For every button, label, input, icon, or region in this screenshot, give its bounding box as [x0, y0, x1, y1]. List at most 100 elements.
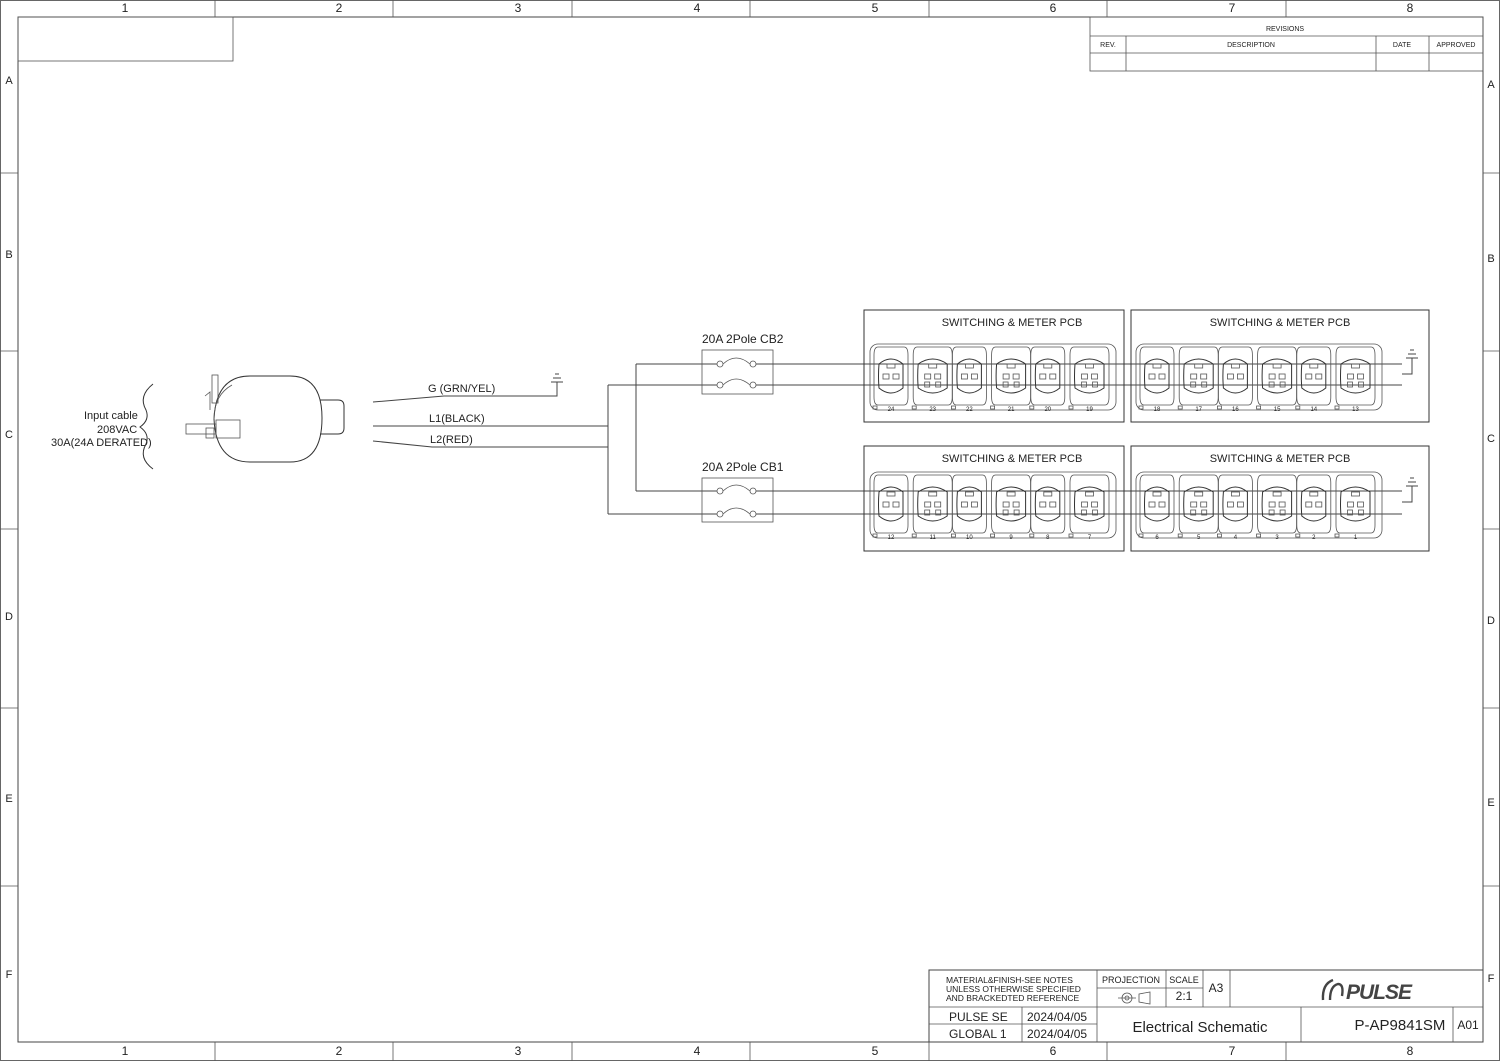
outlet-number: 2	[1312, 535, 1316, 541]
inner-frame	[17, 16, 1484, 1043]
checked-by: GLOBAL 1	[949, 1027, 1007, 1041]
pcb-label: SWITCHING & METER PCB	[1210, 453, 1351, 465]
pcb-label: SWITCHING & METER PCB	[942, 317, 1083, 329]
c13-outlet-icon	[1217, 346, 1253, 410]
c19-outlet-icon	[1334, 474, 1376, 538]
c19-outlet-icon	[1334, 346, 1376, 410]
outlet-number: 6	[1155, 535, 1159, 541]
top-left-box	[17, 16, 234, 62]
zone-column-label: 5	[872, 1044, 879, 1058]
zone-row-label: B	[1487, 253, 1494, 265]
zone-column-label: 5	[872, 1, 879, 15]
breaker-cb1-label: 20A 2Pole CB1	[702, 460, 784, 474]
outlet-number: 13	[1352, 407, 1359, 413]
drawing-title: Electrical Schematic	[1132, 1019, 1268, 1036]
c13-outlet-icon	[1029, 346, 1066, 410]
zone-column-label: 6	[1050, 1044, 1057, 1058]
revisions-title: REVISIONS	[1266, 26, 1304, 33]
outlet-number: 10	[966, 535, 973, 541]
zone-row-ticks	[0, 172, 1500, 887]
outlet-number: 14	[1310, 407, 1317, 413]
outlet-number: 12	[888, 535, 895, 541]
title-block: MATERIAL&FINISH-SEE NOTES UNLESS OTHERWI…	[928, 969, 1484, 1043]
output-wires	[756, 349, 1418, 515]
outlet-number: 24	[888, 407, 895, 413]
c19-outlet-icon	[990, 474, 1031, 538]
zone-column-label: 8	[1407, 1, 1414, 15]
zone-row-label: D	[5, 611, 13, 623]
outlet-number: 22	[966, 407, 973, 413]
zone-column-label: 2	[336, 1, 343, 15]
pcb-label: SWITCHING & METER PCB	[942, 453, 1083, 465]
outlet-number: 18	[1154, 407, 1161, 413]
outlet-number: 5	[1197, 535, 1201, 541]
c19-outlet-icon	[1256, 474, 1297, 538]
projection-label: PROJECTION	[1102, 975, 1160, 985]
input-voltage: 208VAC	[97, 424, 137, 436]
outlet-number: 19	[1086, 407, 1093, 413]
c13-outlet-icon	[1217, 474, 1253, 538]
zone-row-label: C	[1487, 433, 1495, 445]
c13-outlet-icon	[1029, 474, 1066, 538]
part-number: P-AP9841SM	[1355, 1017, 1446, 1034]
pulse-logo: PULSE	[1321, 978, 1414, 1004]
zone-column-label: 7	[1229, 1044, 1236, 1058]
breaker-cb2-label: 20A 2Pole CB2	[702, 332, 784, 346]
breaker-cb2: 20A 2Pole CB2	[701, 332, 784, 395]
zone-row-label: E	[1487, 797, 1494, 809]
c19-outlet-icon	[1068, 346, 1110, 410]
zone-row-label: D	[1487, 615, 1495, 627]
c19-outlet-icon	[990, 346, 1031, 410]
l2-wire-label: L2(RED)	[430, 434, 473, 446]
rev-header-rev: REV.	[1100, 42, 1116, 49]
notes-line-2: UNLESS OTHERWISE SPECIFIED	[946, 984, 1081, 994]
zone-column-label: 4	[694, 1, 701, 15]
zone-column-label: 1	[122, 1044, 129, 1058]
zone-column-label: 7	[1229, 1, 1236, 15]
drawn-date: 2024/04/05	[1027, 1010, 1087, 1024]
zone-column-label: 4	[694, 1044, 701, 1058]
c19-outlet-icon	[911, 474, 953, 538]
c13-outlet-icon	[872, 346, 909, 410]
input-cable-label: Input cable 208VAC 30A(24A DERATED)	[51, 383, 154, 470]
l1-wire-label: L1(BLACK)	[429, 413, 485, 425]
rev-header-approved: APPROVED	[1437, 42, 1476, 49]
c19-outlet-icon	[1177, 346, 1219, 410]
zone-column-label: 8	[1407, 1044, 1414, 1058]
outlet-number: 17	[1195, 407, 1202, 413]
outlet-number: 1	[1354, 535, 1358, 541]
c19-outlet-icon	[911, 346, 953, 410]
c13-outlet-icon	[951, 346, 987, 410]
c13-outlet-icon	[872, 474, 909, 538]
input-wires: G (GRN/YEL) L1(BLACK) L2(RED)	[372, 373, 608, 448]
zone-row-label: F	[6, 969, 13, 981]
c13-outlet-icon	[951, 474, 987, 538]
zone-column-ticks	[214, 0, 1287, 1061]
zone-row-label: C	[5, 429, 13, 441]
breaker-cb1: 20A 2Pole CB1	[701, 460, 784, 523]
distribution-bus	[607, 363, 717, 515]
zone-column-label: 6	[1050, 1, 1057, 15]
zone-column-label: 3	[515, 1044, 522, 1058]
revisions-table: REVISIONS REV. DESCRIPTION DATE APPROVED	[1089, 16, 1484, 72]
c19-outlet-icon	[1177, 474, 1219, 538]
zone-row-label: A	[5, 75, 13, 87]
zone-row-label: E	[5, 793, 12, 805]
pcb-label: SWITCHING & METER PCB	[1210, 317, 1351, 329]
outlet-number: 15	[1274, 407, 1281, 413]
outlet-number: 9	[1009, 535, 1013, 541]
zone-row-label: B	[5, 249, 12, 261]
revision-code: A01	[1457, 1018, 1479, 1032]
c19-outlet-icon	[1256, 346, 1297, 410]
ground-wire-label: G (GRN/YEL)	[428, 383, 495, 395]
zone-column-label: 3	[515, 1, 522, 15]
input-current: 30A(24A DERATED)	[51, 437, 152, 449]
c19-outlet-icon	[1068, 474, 1110, 538]
outlet-number: 20	[1044, 407, 1051, 413]
